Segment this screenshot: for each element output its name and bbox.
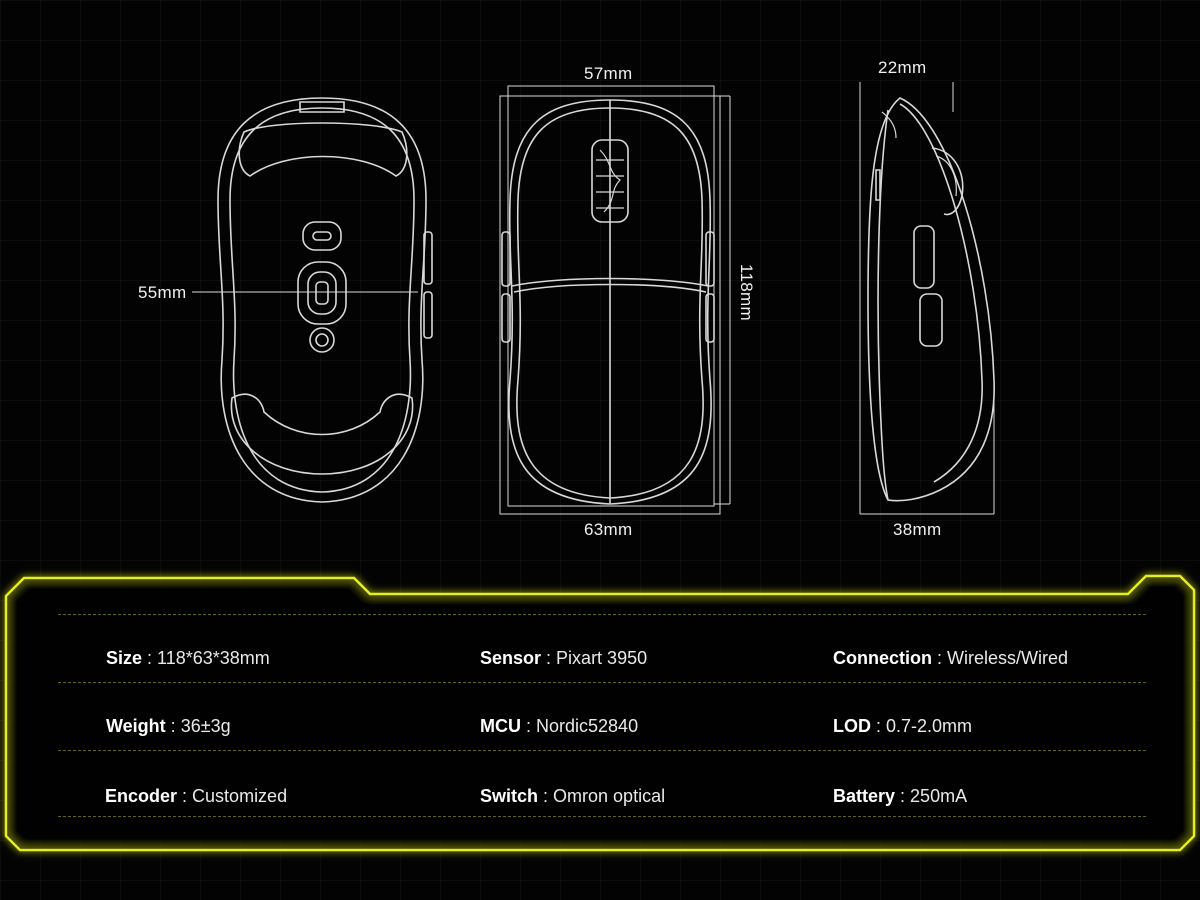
- spec-weight: Weight : 36±3g: [106, 716, 231, 736]
- mouse-bottom-view: [192, 97, 433, 503]
- spec-encoder: Encoder : Customized: [105, 786, 288, 806]
- spec-battery: Battery : 250mA: [833, 786, 968, 806]
- spec-size: Size : 118*63*38mm: [106, 648, 270, 668]
- spec-lod: LOD : 0.7-2.0mm: [833, 716, 973, 736]
- spec-switch: Switch : Omron optical: [480, 786, 666, 806]
- spec-row: Size : 118*63*38mm Sensor : Pixart 3950 …: [58, 624, 1148, 692]
- divider: [58, 750, 1146, 751]
- spec-row: Encoder : Customized Switch : Omron opti…: [58, 762, 1148, 830]
- spec-row: Weight : 36±3g MCU : Nordic52840 LOD : 0…: [58, 692, 1148, 760]
- dimension-top-width: 63mm: [584, 520, 633, 539]
- dimension-side-top: 22mm: [878, 58, 927, 77]
- divider: [58, 682, 1146, 683]
- spec-connection: Connection : Wireless/Wired: [833, 648, 1069, 668]
- dimension-side-height: 38mm: [893, 520, 942, 539]
- mouse-top-view: [499, 85, 731, 515]
- spec-mcu: MCU : Nordic52840: [480, 716, 639, 736]
- dimension-bottom-width: 55mm: [138, 283, 187, 302]
- divider: [58, 614, 1146, 615]
- divider: [58, 816, 1146, 817]
- dimension-top-grip-width: 57mm: [584, 64, 633, 83]
- spec-sensor: Sensor : Pixart 3950: [480, 648, 648, 668]
- mouse-drawings: [192, 82, 995, 515]
- mouse-side-view: [859, 82, 995, 515]
- spec-table: Size : 118*63*38mm Sensor : Pixart 3950 …: [58, 620, 1148, 820]
